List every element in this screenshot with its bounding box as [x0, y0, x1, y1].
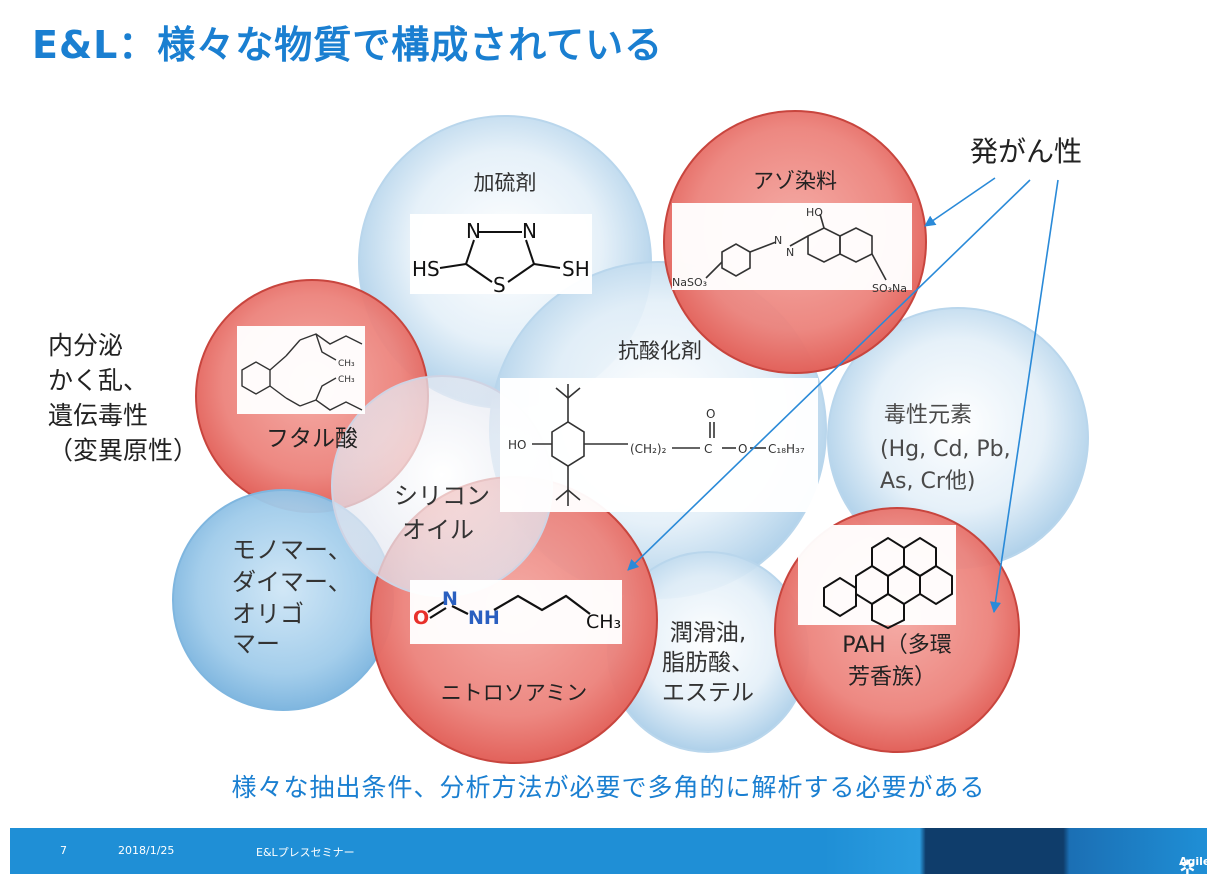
- conclusion-text: 様々な抽出条件、分析方法が必要で多角的に解析する必要がある: [231, 773, 986, 802]
- atom-sh-right: SH: [562, 257, 590, 281]
- label-monomer-2: ダイマー、: [232, 568, 352, 596]
- azo-n1: N: [774, 234, 782, 247]
- molecule-vulcanizer: [439, 231, 561, 283]
- footer-date: 2018/1/25: [118, 844, 175, 857]
- label-silicone-2: オイル: [402, 516, 474, 544]
- label-monomer-3: オリゴ: [232, 600, 304, 628]
- antiox-ch2: (CH₂)₂: [630, 442, 667, 456]
- label-vulcanizer: 加硫剤: [474, 171, 537, 195]
- label-lubricant-2: 脂肪酸、: [662, 650, 754, 676]
- label-toxic-2: (Hg, Cd, Pb,: [880, 437, 1011, 462]
- agilent-logo-text: Agilent: [1179, 855, 1217, 868]
- endocrine-line-3: 遺伝毒性: [48, 401, 149, 430]
- label-monomer-4: マー: [232, 630, 280, 658]
- molecule-nitrosamine: [427, 594, 591, 619]
- azo-ho: HO: [806, 206, 823, 219]
- phthalic-ch3a: CH₃: [338, 359, 355, 369]
- footer-bar: 7 2018/1/25 E&Lプレスセミナー ✲Agilent: [10, 828, 1217, 879]
- endocrine-line-4: （変異原性）: [48, 436, 199, 465]
- label-toxic-3: As, Cr他): [880, 469, 976, 494]
- carcinogenic-label: 発がん性: [970, 135, 1083, 168]
- label-pah-2: 芳香族）: [848, 665, 936, 690]
- label-silicone-1: シリコン: [394, 482, 490, 510]
- arrow-to-nitrosamine: [627, 179, 1031, 571]
- azo-so3na: SO₃Na: [872, 282, 907, 295]
- label-monomer-1: モノマー、: [232, 536, 352, 564]
- label-lubricant-3: エステル: [662, 680, 754, 706]
- label-toxic-1: 毒性元素: [884, 403, 972, 428]
- endocrine-label: 内分泌 かく乱、 遺伝毒性 （変異原性）: [48, 328, 198, 468]
- antiox-o-top: O: [706, 407, 715, 421]
- endocrine-line-2: かく乱、: [48, 366, 149, 395]
- label-pah-1: PAH（多環: [842, 633, 951, 658]
- antiox-ho: HO: [508, 438, 526, 452]
- molecule-pah: [823, 536, 953, 630]
- atom-n1: N: [466, 219, 481, 243]
- azo-naso3: NaSO₃: [672, 276, 707, 289]
- arrow-to-pah: [989, 179, 1059, 614]
- label-azo: アゾ染料: [753, 169, 837, 193]
- label-lubricant-1: 潤滑油,: [670, 620, 746, 646]
- arrow-to-azo: [924, 177, 996, 227]
- molecule-phthalic: [241, 333, 363, 411]
- antiox-c: C: [704, 442, 712, 456]
- atom-hs-left: HS: [412, 257, 440, 281]
- atom-n2: N: [522, 219, 537, 243]
- endocrine-line-1: 内分泌: [48, 331, 124, 360]
- phthalic-ch3b: CH₃: [338, 375, 355, 385]
- page-title: E&L：様々な物質で構成されている: [32, 23, 664, 67]
- azo-n2: N: [786, 246, 794, 259]
- antiox-c18: C₁₈H₃₇: [768, 442, 805, 456]
- molecule-antioxidant: [532, 384, 766, 506]
- nitro-nh: NH: [468, 607, 500, 629]
- nitro-ch3: CH₃: [586, 611, 621, 633]
- footer-event: E&Lプレスセミナー: [256, 846, 355, 859]
- footer-page-number: 7: [60, 844, 67, 857]
- label-antioxidant: 抗酸化剤: [618, 339, 702, 363]
- antiox-o-mid: O: [738, 442, 747, 456]
- nitro-n: N: [442, 588, 458, 610]
- label-phthalic: フタル酸: [266, 426, 358, 452]
- label-nitrosamine: ニトロソアミン: [441, 681, 588, 705]
- agilent-spark-icon: ✲: [1179, 855, 1196, 879]
- nitro-o: O: [413, 607, 429, 629]
- atom-s-ring: S: [493, 273, 506, 297]
- molecule-azo: [705, 213, 887, 281]
